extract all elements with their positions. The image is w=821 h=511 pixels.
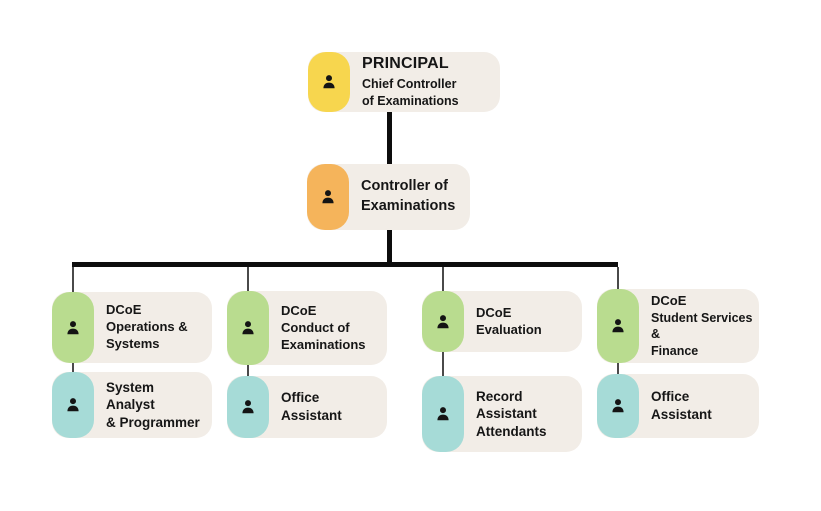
- person-icon: [52, 292, 94, 363]
- connector-horizontal-bar: [72, 262, 618, 267]
- node-record-assistant-attendants: Record Assistant Attendants: [422, 376, 582, 452]
- principal-subtitle: Chief Controller of Examinations: [362, 77, 459, 108]
- dept-role: Operations & Systems: [106, 319, 188, 351]
- dept-role: Conduct of Examinations: [281, 319, 366, 352]
- node-system-analyst-programmer: System Analyst & Programmer: [52, 372, 212, 438]
- dept-abbrev: DCoE: [106, 302, 142, 318]
- principal-title: PRINCIPAL: [362, 55, 449, 73]
- node-dcoe-evaluation: DCoE Evaluation: [422, 291, 582, 352]
- staff-role: System Analyst & Programmer: [106, 379, 200, 430]
- node-dcoe-operations-systems: DCoE Operations & Systems: [52, 292, 212, 363]
- node-controller: Controller of Examinations: [307, 164, 470, 230]
- dept-abbrev: DCoE: [651, 293, 687, 309]
- connector-controller-to-bar: [387, 230, 392, 263]
- staff-role: Office Assistant: [651, 389, 712, 422]
- dept-abbrev: DCoE: [476, 304, 512, 320]
- dept-role: Student Services & Finance: [651, 311, 753, 358]
- person-icon: [422, 291, 464, 352]
- node-dcoe-conduct-examinations: DCoE Conduct of Examinations: [227, 291, 387, 365]
- node-principal: PRINCIPAL Chief Controller of Examinatio…: [308, 52, 500, 112]
- node-dcoe-student-services-finance: DCoE Student Services & Finance: [597, 289, 759, 363]
- person-icon: [597, 289, 639, 363]
- connector-principal-to-controller: [387, 112, 392, 165]
- controller-label: Controller of Examinations: [361, 178, 456, 214]
- person-icon: [52, 372, 94, 438]
- dept-role: Evaluation: [476, 321, 542, 337]
- person-icon: [227, 291, 269, 365]
- dept-abbrev: DCoE: [281, 302, 317, 318]
- staff-role: Record Assistant Attendants: [476, 388, 547, 439]
- node-office-assistant-student-services: Office Assistant: [597, 374, 759, 438]
- staff-role: Office Assistant: [281, 390, 342, 423]
- node-office-assistant-conduct: Office Assistant: [227, 376, 387, 438]
- person-icon: [422, 376, 464, 452]
- person-icon: [308, 52, 350, 112]
- person-icon: [307, 164, 349, 230]
- person-icon: [227, 376, 269, 438]
- person-icon: [597, 374, 639, 438]
